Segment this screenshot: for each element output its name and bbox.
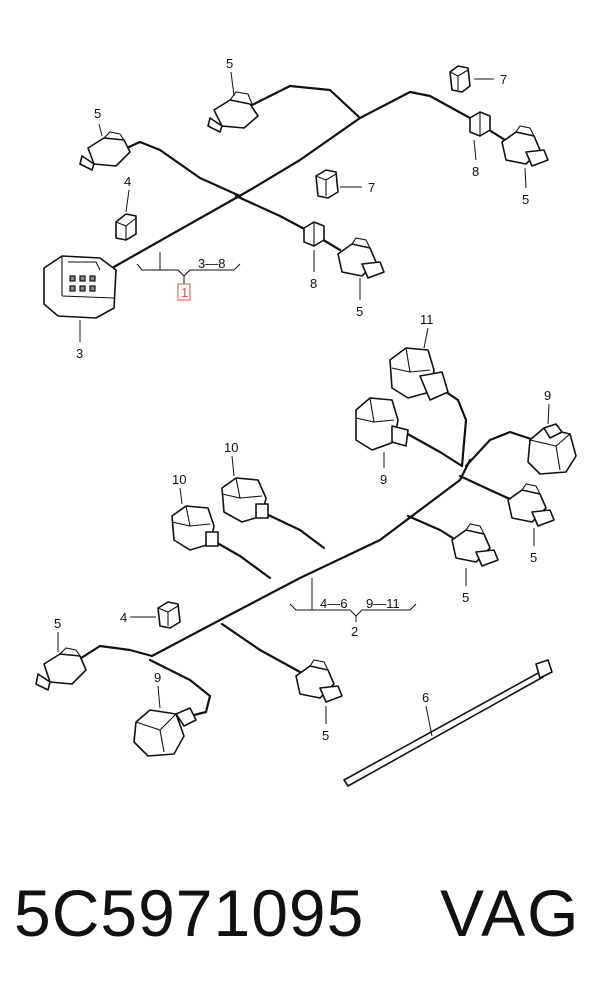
- clip-4-lower: [157, 601, 181, 629]
- brand-label: VAG: [440, 876, 581, 950]
- callout-9: 9: [380, 472, 387, 487]
- callout-5: 5: [522, 192, 529, 207]
- connector-5-bottom: [295, 659, 343, 703]
- callout-5: 5: [54, 616, 61, 631]
- clip-4-upper: [115, 213, 137, 241]
- connector-5-upper-right: [501, 125, 549, 167]
- footer: 5C5971095 VAG: [0, 868, 600, 978]
- callout-7: 7: [500, 72, 507, 87]
- lower-harness-branch-9-bottom: [148, 658, 212, 718]
- upper-harness-branch-top: [248, 84, 362, 120]
- callout-5: 5: [530, 550, 537, 565]
- lower-harness-branch-9-right: [464, 430, 536, 468]
- callout-5: 5: [462, 590, 469, 605]
- lower-harness-branch-11: [438, 386, 468, 468]
- callout-5: 5: [322, 728, 329, 743]
- connector-10-lower: [171, 505, 219, 551]
- grommet-8-middle: [303, 221, 325, 247]
- connector-5-lower-left: [35, 647, 87, 691]
- callout-range: 4—6: [320, 596, 347, 611]
- grommet-8-upper: [469, 111, 491, 137]
- lower-harness-branch-5-right: [458, 474, 514, 502]
- callout-5: 5: [226, 56, 233, 71]
- upper-harness-branch-right: [234, 194, 342, 252]
- connector-5-lower-middle: [451, 523, 499, 567]
- connector-9-bottom: [133, 707, 197, 757]
- highlight-box: [177, 283, 191, 301]
- callout-4: 4: [124, 174, 131, 189]
- connector-10-upper: [221, 477, 269, 523]
- lower-harness-branch-5-bottom: [220, 622, 302, 674]
- connector-9-top: [355, 397, 409, 451]
- clip-7-top-right: [449, 65, 471, 93]
- connector-5-lower-right: [507, 483, 555, 527]
- callout-8: 8: [310, 276, 317, 291]
- lower-harness-trunk: [150, 458, 472, 658]
- upper-harness-branch-left: [120, 140, 242, 198]
- callout-9: 9: [154, 670, 161, 685]
- lower-harness-branch-9-top: [402, 430, 464, 468]
- callout-labels: 5 5 7 8 5 4 7 3—8 1 8 5 3 11 9 9 10 10 5…: [54, 56, 551, 743]
- lower-harness-branch-10b: [210, 538, 272, 580]
- connector-11: [389, 347, 449, 401]
- lower-harness-branch-5-middle: [406, 514, 458, 542]
- callout-10: 10: [224, 440, 238, 455]
- connector-9-right: [527, 423, 577, 475]
- callout-4: 4: [120, 610, 127, 625]
- upper-harness: [43, 65, 549, 319]
- callout-range: 3—8: [198, 256, 225, 271]
- upper-harness-trunk: [110, 90, 507, 270]
- callout-10: 10: [172, 472, 186, 487]
- callout-5: 5: [356, 304, 363, 319]
- lower-harness: [35, 347, 577, 787]
- lower-harness-branch-10a: [260, 510, 326, 550]
- callout-6: 6: [422, 690, 429, 705]
- connector-5-top: [207, 91, 259, 133]
- cable-tie-6: [343, 659, 553, 787]
- clip-7-middle: [315, 169, 339, 199]
- callout-3: 3: [76, 346, 83, 361]
- wiring-harness-diagram: 5 5 7 8 5 4 7 3—8 1 8 5 3 11 9 9 10 10 5…: [35, 56, 577, 787]
- callout-5: 5: [94, 106, 101, 121]
- connector-5-middle: [337, 237, 385, 279]
- lower-harness-branch-5-left: [76, 644, 154, 662]
- callout-7: 7: [368, 180, 375, 195]
- callout-range: 9—11: [366, 596, 400, 611]
- callout-8: 8: [472, 164, 479, 179]
- connector-5-upper-left: [79, 131, 131, 171]
- callout-2: 2: [351, 624, 358, 639]
- part-number: 5C5971095: [14, 876, 365, 950]
- connector-3: [43, 255, 117, 319]
- callout-1: 1: [181, 285, 188, 300]
- leader-lines: [57, 71, 550, 737]
- callout-11: 11: [420, 312, 434, 327]
- callout-9: 9: [544, 388, 551, 403]
